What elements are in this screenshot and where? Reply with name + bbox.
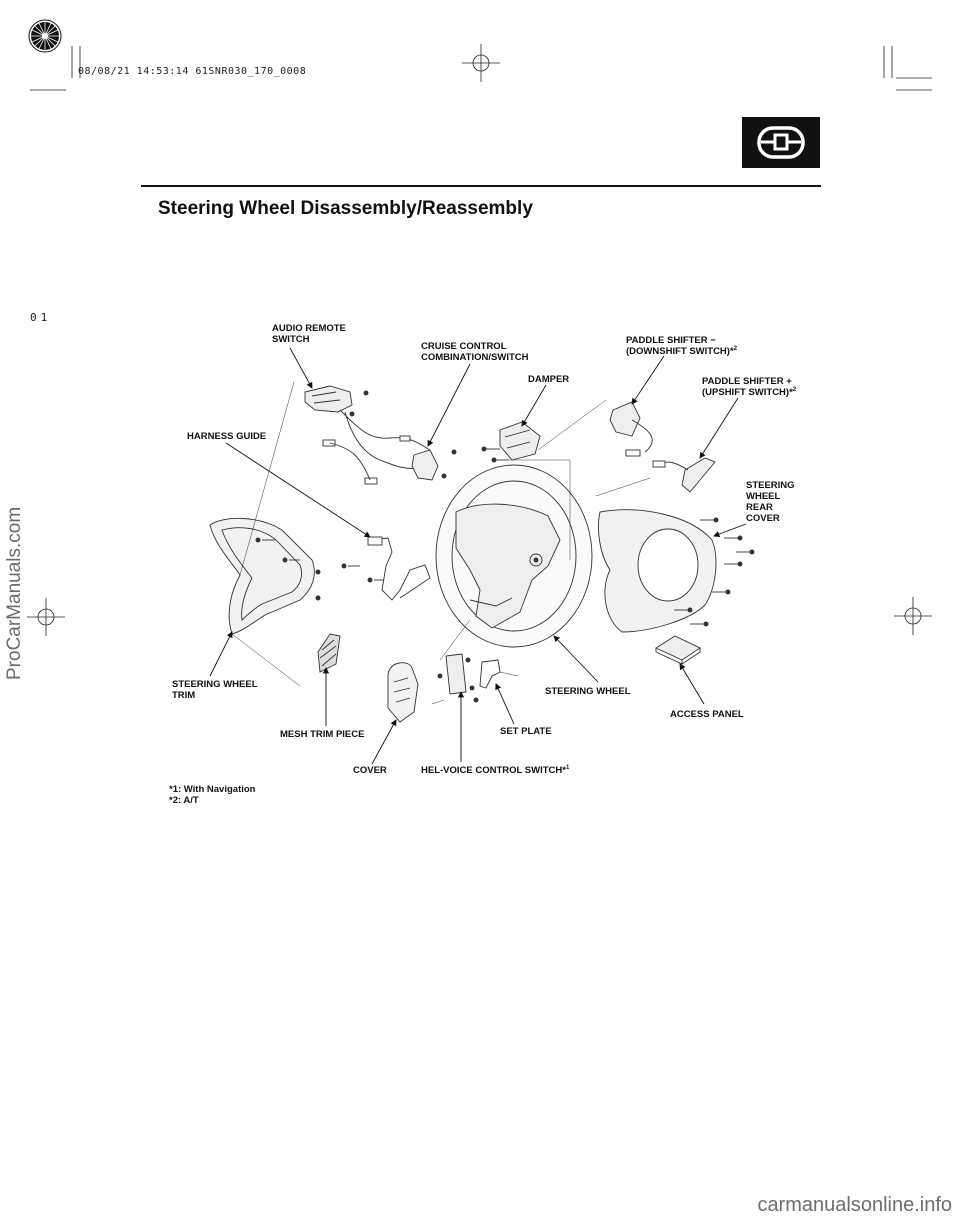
label-paddle-shifter-minus: PADDLE SHIFTER − (DOWNSHIFT SWITCH)*2 (626, 335, 737, 357)
label-line: PADDLE SHIFTER − (626, 335, 716, 346)
watermark-carmanualsonline: carmanualsonline.info (757, 1194, 952, 1216)
footnote-marker: 2 (733, 345, 737, 352)
label-text: (DOWNSHIFT SWITCH)* (626, 346, 734, 357)
crop-marks (30, 46, 932, 91)
label-line: AUDIO REMOTE (272, 323, 346, 334)
label-line: STEERING (746, 480, 795, 491)
header-rule (141, 185, 821, 187)
exploded-parts (209, 381, 755, 723)
label-steering-wheel-trim: STEERING WHEEL TRIM (172, 679, 258, 701)
label-mesh-trim-piece: MESH TRIM PIECE (280, 729, 365, 740)
steering-wheel-part (435, 399, 607, 661)
steering-wheel-rear-cover-part (595, 477, 755, 633)
section-badge (742, 117, 820, 168)
label-line: COMBINATION/SWITCH (421, 352, 529, 363)
label-steering-wheel: STEERING WHEEL (545, 686, 631, 697)
footnote-marker: 2 (792, 386, 797, 393)
registration-cross-left-icon (27, 598, 65, 636)
set-plate-part (479, 659, 519, 689)
label-line: REAR (746, 502, 773, 513)
label-text: HEL-VOICE CONTROL SWITCH* (421, 765, 566, 776)
label-access-panel: ACCESS PANEL (670, 709, 744, 720)
watermark-procarmanuals: ProCarManuals.com (4, 506, 25, 680)
label-cover: COVER (353, 765, 387, 776)
harness-guide-part (341, 536, 431, 601)
label-line: STEERING WHEEL (172, 679, 258, 690)
registration-cross-right-icon (894, 597, 932, 635)
print-timestamp: 08/08/21 14:53:14 61SNR030_170_0008 (78, 66, 307, 77)
label-line: WHEEL (746, 491, 781, 502)
footnote-1: *1: With Navigation (169, 784, 256, 795)
footnotes: *1: With Navigation *2: A/T (169, 784, 255, 806)
page-title: Steering Wheel Disassembly/Reassembly (158, 198, 533, 219)
steering-wheel-trim-part (209, 381, 321, 687)
label-line: (UPSHIFT SWITCH)*2 (702, 387, 796, 398)
damper-part (481, 421, 541, 463)
mesh-trim-piece-part (317, 633, 341, 673)
registration-sunburst-icon (28, 19, 62, 53)
label-set-plate: SET PLATE (500, 726, 552, 737)
registration-cross-top-icon (462, 44, 500, 82)
hel-voice-switch-part (431, 653, 479, 705)
label-cruise-control: CRUISE CONTROL COMBINATION/SWITCH (421, 341, 528, 363)
label-line: (DOWNSHIFT SWITCH)*2 (626, 346, 737, 357)
steering-wheel-icon (757, 126, 805, 159)
footnote-marker: 1 (565, 764, 570, 771)
paddle-shifter-minus-part (609, 401, 653, 457)
label-line: PADDLE SHIFTER + (702, 376, 792, 387)
access-panel-part (655, 635, 701, 665)
label-hel-voice-switch: HEL-VOICE CONTROL SWITCH*1 (421, 765, 569, 776)
label-line: CRUISE CONTROL (421, 341, 507, 352)
footnote-2: *2: A/T (169, 795, 199, 806)
page-code: 01 (30, 311, 52, 324)
label-paddle-shifter-plus: PADDLE SHIFTER + (UPSHIFT SWITCH)*2 (702, 376, 796, 398)
paddle-shifter-plus-part (652, 457, 716, 493)
label-audio-remote-switch: AUDIO REMOTE SWITCH (272, 323, 346, 345)
label-steering-wheel-rear-cover: STEERING WHEEL REAR COVER (746, 480, 795, 524)
cover-part (387, 662, 419, 723)
label-line: COVER (746, 513, 780, 524)
leader-lines (209, 347, 747, 765)
label-harness-guide: HARNESS GUIDE (187, 431, 267, 442)
audio-remote-switch-part (304, 385, 431, 485)
label-damper: DAMPER (528, 374, 570, 385)
cruise-control-switch-part (411, 449, 457, 481)
label-line: SWITCH (272, 334, 310, 345)
label-line: TRIM (172, 690, 196, 701)
label-line: HEL-VOICE CONTROL SWITCH*1 (421, 765, 569, 776)
label-text: (UPSHIFT SWITCH)* (702, 387, 793, 398)
